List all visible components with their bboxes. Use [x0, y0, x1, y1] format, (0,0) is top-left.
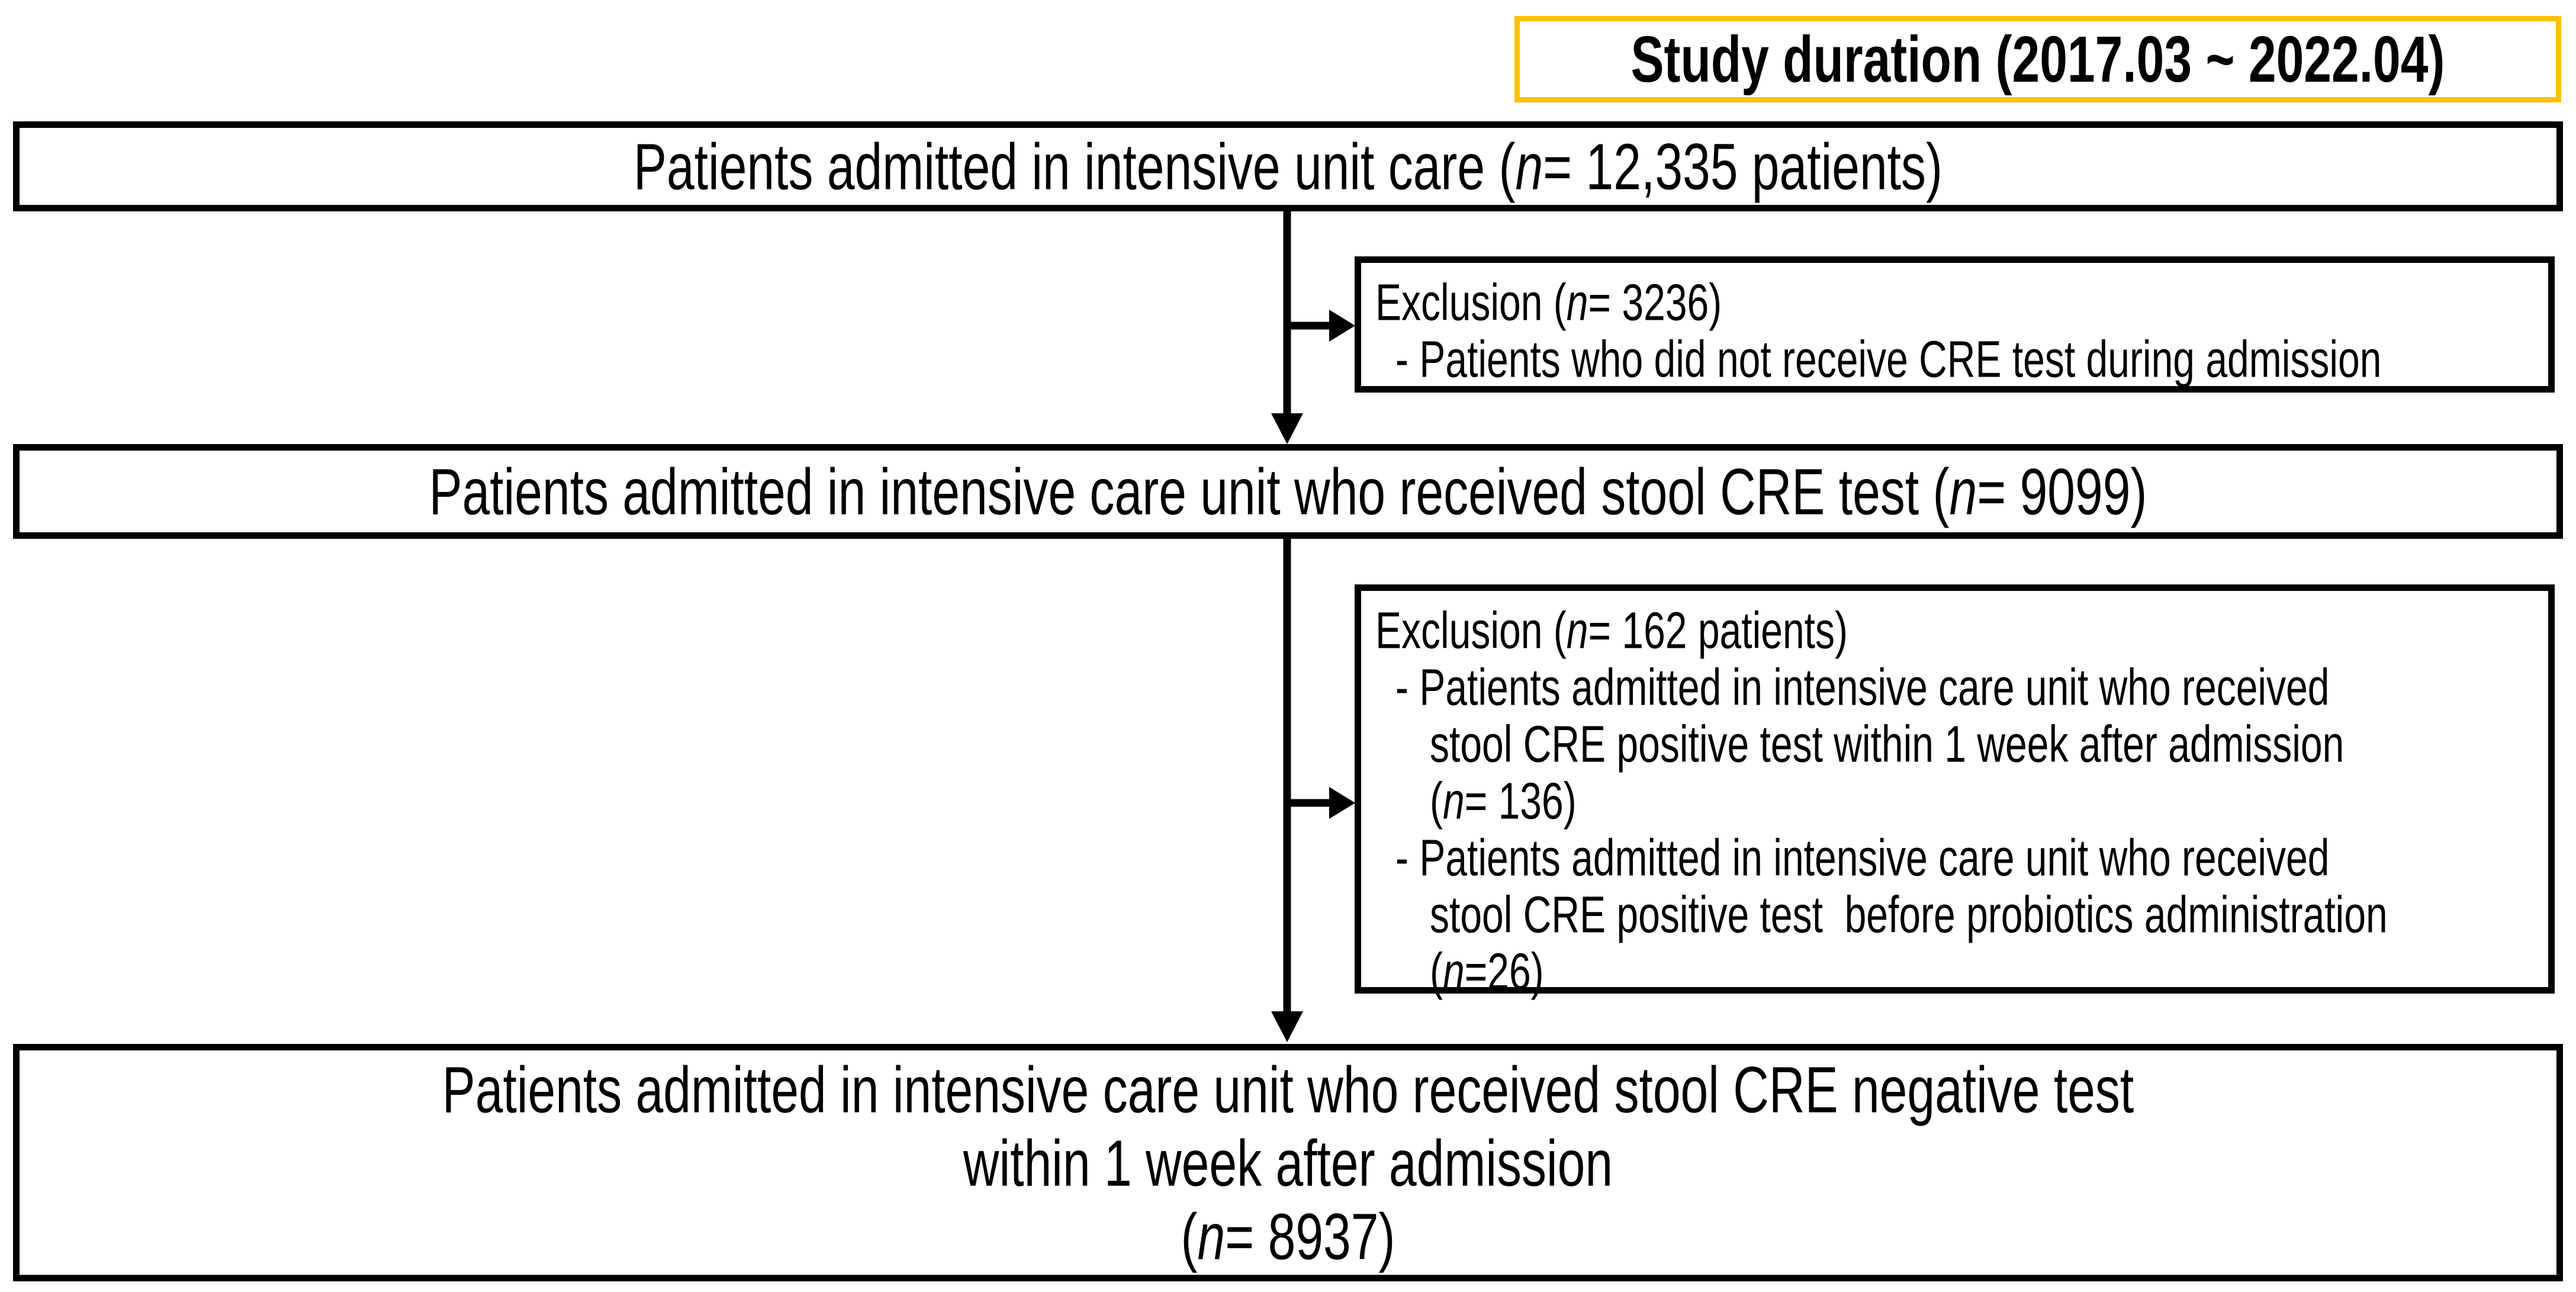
- exclusion2-title-post: = 162 patients): [1588, 601, 1848, 659]
- exclusion2-bullet1-line1: - Patients admitted in intensive care un…: [1395, 658, 2330, 716]
- box2-text: Patients admitted in intensive care unit…: [429, 443, 2147, 540]
- exclusion2-bullet1-n-post: = 136): [1464, 772, 1577, 830]
- box3-n-post: = 8937): [1225, 1199, 1395, 1273]
- box3-line1: Patients admitted in intensive care unit…: [442, 1052, 2134, 1126]
- arrowhead-down-box3: [1271, 1011, 1303, 1042]
- exclusion1-title: Exclusion (n= 3236): [1375, 265, 2539, 340]
- exclusion2-bullet1-n-symbol: n: [1442, 772, 1465, 830]
- box3-line3: (n= 8937): [1181, 1188, 1395, 1285]
- box-patients-admitted-intensive-unit-care: Patients admitted in intensive unit care…: [13, 121, 2563, 211]
- box1-n-symbol: n: [1515, 129, 1543, 204]
- arrowhead-right-exclusion2: [1329, 787, 1355, 819]
- box1-text-pre: Patients admitted in intensive unit care…: [633, 129, 1516, 204]
- study-duration-box: Study duration (2017.03 ~ 2022.04): [1514, 16, 2561, 102]
- exclusion1-title-pre: Exclusion (: [1375, 273, 1567, 331]
- arrowhead-down-box2: [1271, 413, 1303, 444]
- exclusion2-bullet2-n-symbol: n: [1442, 942, 1465, 1000]
- exclusion1-title-post: = 3236): [1588, 273, 1722, 331]
- exclusion2-box: Exclusion (n= 162 patients) - Patients a…: [1355, 584, 2555, 1000]
- study-duration-label: Study duration (2017.03 ~ 2022.04): [1630, 22, 2445, 96]
- exclusion2-title: Exclusion (n= 162 patients): [1375, 593, 2539, 668]
- box3-n-pre: (: [1181, 1199, 1198, 1273]
- exclusion2-bullet1-line3: (n= 136): [1375, 763, 2539, 838]
- box-patients-received-stool-cre-test: Patients admitted in intensive care unit…: [13, 444, 2563, 539]
- exclusion2-bullet2-line3: (n=26): [1375, 934, 2539, 1009]
- exclusion1-n-symbol: n: [1566, 273, 1588, 331]
- box2-text-pre: Patients admitted in intensive care unit…: [429, 454, 1950, 529]
- exclusion2-bullet2-line1: - Patients admitted in intensive care un…: [1395, 828, 2330, 886]
- exclusion1-bullet: - Patients who did not receive CRE test …: [1395, 330, 2382, 388]
- box1-text-post: = 12,335 patients): [1543, 129, 1943, 204]
- box2-n-symbol: n: [1949, 454, 1977, 529]
- exclusion2-bullet2-n-pre: (: [1430, 942, 1443, 1000]
- exclusion2-bullet1-line2: stool CRE positive test within 1 week af…: [1430, 715, 2345, 773]
- exclusion2-bullet1-n-pre: (: [1430, 772, 1443, 830]
- arrowhead-right-exclusion1: [1329, 310, 1355, 342]
- box3-line2: within 1 week after admission: [963, 1126, 1613, 1200]
- exclusion2-title-pre: Exclusion (: [1375, 601, 1567, 659]
- exclusion2-bullet2-n-post: =26): [1464, 942, 1544, 1000]
- exclusion1-box: Exclusion (n= 3236) - Patients who did n…: [1355, 256, 2555, 393]
- exclusion2-n-symbol: n: [1566, 601, 1588, 659]
- box1-text: Patients admitted in intensive unit care…: [633, 118, 1943, 215]
- box3-n-symbol: n: [1197, 1199, 1226, 1273]
- exclusion2-bullet2-line2: stool CRE positive test before probiotic…: [1430, 885, 2388, 943]
- box-patients-stool-cre-negative: Patients admitted in intensive care unit…: [13, 1044, 2563, 1281]
- box2-text-post: = 9099): [1977, 454, 2147, 529]
